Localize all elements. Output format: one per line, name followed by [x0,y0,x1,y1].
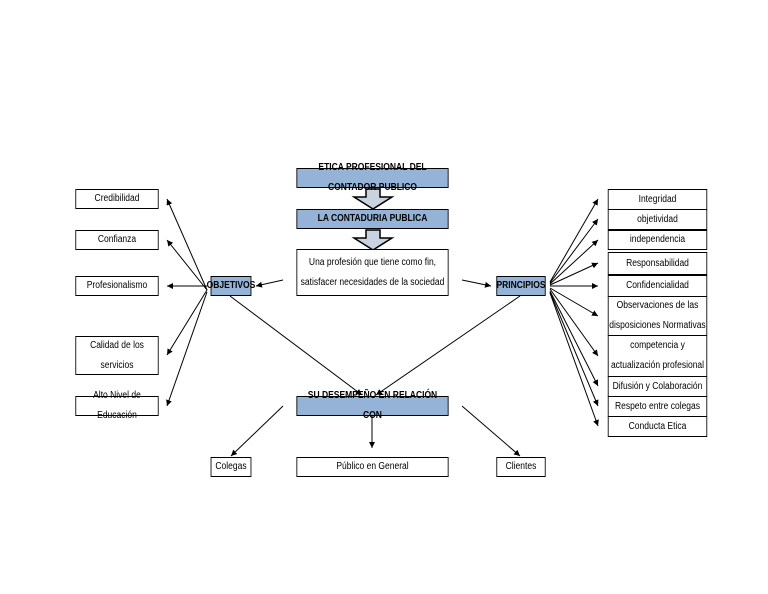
connector-arrow [255,279,284,288]
desempeno-text: Colegas [215,461,247,472]
title-box: ETICA PROFESIONAL DEL CONTADOR PUBLICO [296,162,449,193]
principio-text: Integridad [638,193,677,205]
objetivo-text: Calidad de los servicios [90,339,144,371]
connector-arrow [230,405,284,457]
principio-text: objetividad [637,213,678,225]
connector-arrow [166,239,208,291]
down-arrow-icon [351,229,395,251]
desempeno-label: SU DESEMPEÑO EN RELACIÓN CON [307,390,438,421]
connector-arrow [549,218,599,284]
connector-arrow [166,198,208,291]
objetivo-item: Confianza [75,230,159,250]
principio-text: Difusión y Colaboración [612,380,703,392]
objetivo-text: Credibilidad [94,193,140,204]
definition-box: Una profesión que tiene como fin, satisf… [296,249,449,296]
principio-item: Confidencialidad [607,275,708,297]
principio-item: objetividad [607,209,708,230]
connector-arrow [375,295,521,396]
principios-box: PRINCIPIOS [496,276,546,296]
connector-arrow [549,290,599,387]
connector-arrow [461,279,492,288]
connector-arrow [229,295,363,396]
connector-arrow [549,287,599,317]
objetivos-box: OBJETIVOS [207,276,255,296]
principio-text: Conducta Etica [628,420,687,432]
desempeno-text: Público en General [336,461,409,472]
principio-item: competencia y actualización profesional [607,335,708,377]
principio-text: competencia y actualización profesional [610,340,705,371]
principios-label: PRINCIPIOS [496,280,546,291]
objetivo-item: Profesionalismo [75,276,159,296]
principio-text: independencia [629,234,686,245]
principio-text: Responsabilidad [626,257,689,269]
definition-text: Una profesión que tiene como fin, satisf… [300,256,445,288]
objetivos-label: OBJETIVOS [206,280,256,291]
connector-arrow [549,291,599,407]
connector-arrow [549,292,599,427]
connector-arrow [549,198,599,283]
principio-item: Respeto entre colegas [607,396,708,417]
objetivo-text: Confianza [97,234,137,245]
principio-text: Observaciones de las disposiciones Norma… [609,300,706,331]
principio-item: Integridad [607,189,708,210]
objetivo-item: Calidad de los servicios [75,336,159,375]
title-text: ETICA PROFESIONAL DEL CONTADOR PUBLICO [318,162,427,193]
subtitle-text: LA CONTADURIA PUBLICA [317,213,428,224]
objetivo-item: Alto Nivel de Educación [75,390,159,421]
connector-arrow [549,262,599,286]
principio-item: Responsabilidad [607,252,708,275]
connector-arrow [166,291,208,407]
principio-item: Difusión y Colaboración [607,376,708,397]
connector-arrow [461,405,521,457]
objetivo-text: Profesionalismo [86,280,148,291]
desempeno-item: Clientes [496,457,546,477]
connector-arrow [549,288,599,357]
down-arrow-icon [351,188,395,210]
desempeno-box: SU DESEMPEÑO EN RELACIÓN CON [296,390,449,421]
objetivo-item: Credibilidad [75,189,159,209]
principio-item: independencia [607,230,708,250]
principio-item: Conducta Etica [607,416,708,437]
principio-text: Confidencialidad [626,280,689,291]
principio-text: Respeto entre colegas [614,400,701,412]
desempeno-text: Clientes [505,461,537,472]
subtitle-box: LA CONTADURIA PUBLICA [296,209,449,229]
connector-arrow [549,239,599,285]
desempeno-item: Público en General [296,457,449,477]
principio-item: Observaciones de las disposiciones Norma… [607,296,708,336]
desempeno-item: Colegas [210,457,252,477]
objetivo-text: Alto Nivel de Educación [93,390,141,421]
connector-arrow [166,289,208,356]
